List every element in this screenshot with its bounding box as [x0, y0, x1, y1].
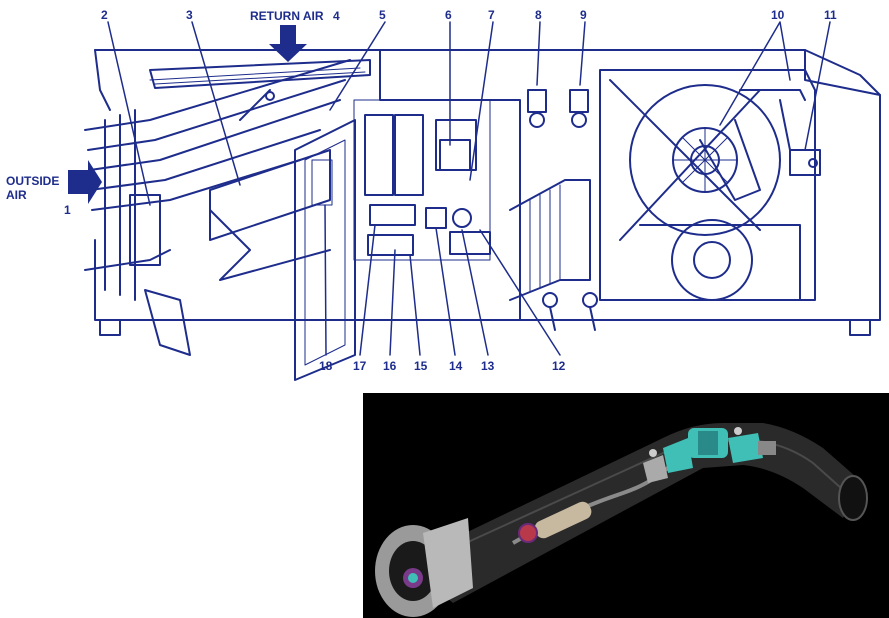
red-coupling: [518, 523, 538, 543]
callout-numbers: 1 2 3 4 5 6 7 8 9 10 11 12 13 14 15 16 1…: [64, 8, 837, 373]
outside-air-label-line2: AIR: [6, 188, 27, 202]
callout-18: 18: [319, 359, 333, 373]
callout-13: 13: [481, 359, 495, 373]
outside-air-label: OUTSIDE AIR: [6, 174, 59, 202]
outside-air-arrow: [68, 160, 102, 204]
cable-sleeve: [534, 501, 592, 539]
pipe-render-graphic: [375, 423, 868, 617]
access-door: [294, 119, 356, 381]
callout-16: 16: [383, 359, 397, 373]
callout-11: 11: [824, 8, 837, 22]
outside-air-label-line1: OUTSIDE: [6, 174, 59, 188]
callout-3: 3: [186, 8, 193, 22]
callout-8: 8: [535, 8, 542, 22]
callout-6: 6: [445, 8, 452, 22]
callout-leaders: [107, 21, 831, 356]
callout-15: 15: [414, 359, 428, 373]
callout-17: 17: [353, 359, 367, 373]
callout-5: 5: [379, 8, 386, 22]
filter-coil-section: [84, 59, 371, 356]
callout-9: 9: [580, 8, 587, 22]
callout-12: 12: [552, 359, 566, 373]
callout-10: 10: [771, 8, 785, 22]
air-handler-cutaway-diagram: OUTSIDE AIR RETURN AIR 1 2 3 4 5 6 7 8 9…: [6, 8, 881, 381]
pipe-body: [403, 423, 863, 603]
callout-1: 1: [64, 203, 71, 217]
callout-7: 7: [488, 8, 495, 22]
pipe-open-end: [838, 475, 868, 521]
callout-2: 2: [101, 8, 108, 22]
return-air-label: RETURN AIR: [250, 9, 324, 23]
control-panel-components: [353, 99, 491, 261]
louver-section: [509, 179, 598, 331]
callout-14: 14: [449, 359, 463, 373]
return-air-arrow: [269, 25, 307, 62]
robot-crawler: [643, 427, 776, 483]
pipe-robot-render: [363, 393, 889, 618]
callout-4: 4: [333, 9, 340, 23]
actuators: [527, 89, 589, 128]
flange: [375, 518, 473, 617]
fan-motor-section: [599, 69, 821, 301]
